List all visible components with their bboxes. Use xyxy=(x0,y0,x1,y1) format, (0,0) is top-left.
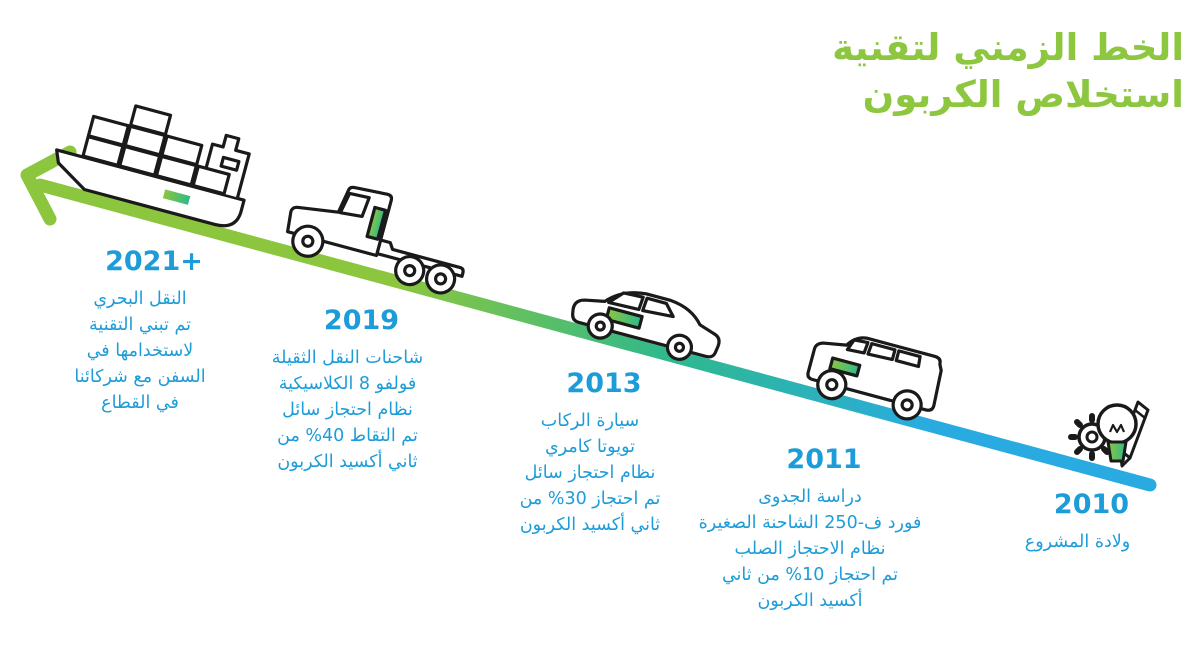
page-title-line1: الخط الزمني لتقنية xyxy=(832,26,1184,69)
milestone-year: 2019 xyxy=(323,305,400,336)
milestone-2011: 2011 دراسة الجدوى فورد ف-250 الشاحنة الص… xyxy=(660,444,960,614)
description-line: السفن مع شركائنا xyxy=(74,367,206,387)
description-line: تم تبني التقنية xyxy=(89,315,191,335)
description-line: ولادة المشروع xyxy=(1024,532,1131,552)
capture-chip xyxy=(162,189,191,205)
milestone-year: 2011 xyxy=(786,444,862,475)
capture-chip xyxy=(828,356,862,378)
pickup-suv-icon xyxy=(806,336,943,421)
page-title-line2: استخلاص الكربون xyxy=(862,73,1184,116)
description-line: فورد ف-250 الشاحنة الصغيرة xyxy=(698,513,922,533)
milestone-year: 2010 xyxy=(1053,489,1130,520)
description-line: تم احتجاز 10% من ثاني xyxy=(721,565,899,585)
description-line: النقل البحري xyxy=(93,289,187,309)
description-line: نظام احتجاز سائل xyxy=(524,463,656,483)
milestone-description: النقل البحري تم تبني التقنية لاستخدامها … xyxy=(35,286,245,416)
milestone-year: 2013 xyxy=(566,368,642,399)
sedan-car-icon xyxy=(571,291,721,361)
milestone-description: شاحنات النقل الثقيلة فولفو 8 الكلاسيكية … xyxy=(240,345,455,475)
capture-chip xyxy=(365,205,388,241)
semi-truck-icon xyxy=(286,185,465,295)
milestone-description: دراسة الجدوى فورد ف-250 الشاحنة الصغيرة … xyxy=(660,484,960,614)
description-line: أكسيد الكربون xyxy=(757,591,863,611)
description-line: تم التقاط 40% من xyxy=(277,426,418,446)
page-title: الخط الزمني لتقنية استخلاص الكربون xyxy=(764,24,1184,118)
description-line: فولفو 8 الكلاسيكية xyxy=(278,374,417,394)
description-line: تم احتجاز 30% من xyxy=(519,489,661,509)
milestone-2021: 2021+ النقل البحري تم تبني التقنية لاستخ… xyxy=(35,246,245,416)
description-line: سيارة الركاب xyxy=(540,411,640,431)
milestone-description: ولادة المشروع xyxy=(975,529,1180,555)
milestone-2010: 2010 ولادة المشروع xyxy=(975,489,1180,555)
cargo-ship-icon xyxy=(55,104,251,228)
capture-chip xyxy=(604,306,644,330)
milestone-2013: 2013 سيارة الركاب تويوتا كامري نظام احتج… xyxy=(480,368,700,538)
description-line: شاحنات النقل الثقيلة xyxy=(271,348,424,368)
description-line: في القطاع xyxy=(101,393,179,413)
milestone-description: سيارة الركاب تويوتا كامري نظام احتجاز سا… xyxy=(480,408,700,538)
description-line: تويوتا كامري xyxy=(545,437,635,457)
idea-gear-bulb-pencil-icon xyxy=(1068,400,1150,468)
description-line: نظام احتجاز سائل xyxy=(282,400,413,420)
milestone-year: 2021+ xyxy=(105,246,203,277)
description-line: لاستخدامها في xyxy=(86,341,194,361)
description-line: دراسة الجدوى xyxy=(758,487,862,507)
lightbulb-icon xyxy=(1096,403,1138,463)
milestone-2019: 2019 شاحنات النقل الثقيلة فولفو 8 الكلاس… xyxy=(240,305,455,475)
description-line: نظام الاحتجاز الصلب xyxy=(734,539,886,559)
description-line: ثاني أكسيد الكربون xyxy=(519,515,661,535)
description-line: ثاني أكسيد الكربون xyxy=(277,452,418,472)
arrow-head-icon xyxy=(20,145,77,226)
